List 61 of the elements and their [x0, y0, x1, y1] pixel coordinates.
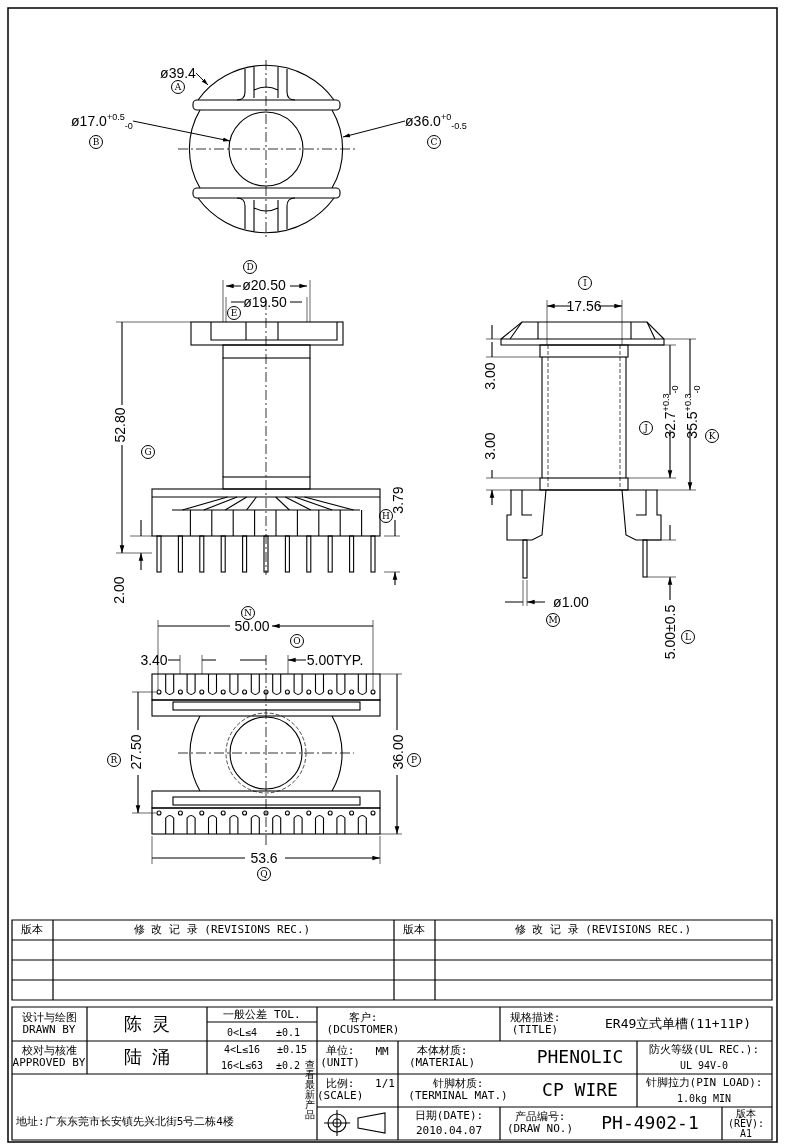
field-value: A1 [740, 1128, 752, 1140]
field-value: PH-4902-1 [601, 1113, 699, 1133]
field-value: 1.0kg MIN [676, 1093, 732, 1105]
field-value: 4<L≤16 [223, 1044, 261, 1056]
dimension-text: ø1.00 [553, 594, 589, 610]
dimension-text: ø19.50 [243, 294, 287, 310]
dimension-text: 27.50 [128, 734, 144, 770]
field-value: ±0.2 [275, 1060, 301, 1072]
body-outline [189, 109, 344, 189]
field-label: 客户: (DCUSTOMER) [325, 1012, 401, 1036]
field-label: 校对与核准 APPROVED BY [11, 1045, 87, 1069]
leader-line [132, 120, 231, 142]
field-label: 产品编号: (DRAW NO.) [505, 1111, 575, 1135]
field-value: UL 94V-0 [679, 1060, 729, 1072]
field-label: 规格描述: (TITLE) [508, 1012, 562, 1036]
leader-line [342, 120, 406, 138]
vertical-caption: 查看最新产品 [304, 1060, 316, 1120]
field-label: 防火等级(UL REC.): [648, 1044, 760, 1056]
dimension-text: 3.79 [390, 486, 406, 514]
dimension-text: 3.40 [140, 652, 168, 668]
field-label: 设计与绘图 DRAWN BY [20, 1012, 78, 1036]
field-label: 一般公差 TOL. [223, 1009, 301, 1021]
field-value: 陆 涌 [123, 1047, 171, 1067]
field-value: ±0.1 [275, 1027, 301, 1039]
flange-outline [197, 64, 335, 234]
field-label: 针脚拉力(PIN LOAD): [645, 1077, 763, 1089]
dimension-text: 5.00±0.5 [662, 604, 678, 660]
field-label: 单位: (UNIT) [319, 1045, 361, 1069]
dimension-text: 17.56 [566, 298, 602, 314]
dimension-text: 52.80 [112, 407, 128, 443]
dimension-text: 36.00 [390, 734, 406, 770]
field-label: 比例: (SCALE) [317, 1078, 363, 1102]
table-header: 修 改 记 录 (REVISIONS REC.) [514, 924, 692, 936]
dimension-text: 50.00 [234, 618, 270, 634]
dimension-text: 3.00 [482, 362, 498, 390]
field-value: ER49立式单槽(11+11P) [605, 1017, 751, 1031]
dimension-text: 2.00 [111, 576, 127, 604]
field-label: 版本(REV): [726, 1109, 766, 1129]
field-value: CP WIRE [542, 1080, 618, 1100]
field-value: ±0.15 [276, 1044, 308, 1056]
field-value: 陈 灵 [123, 1014, 171, 1034]
table-header: 版本 [21, 924, 43, 936]
dimension-text: 3.00 [482, 432, 498, 460]
field-label: 本体材质: (MATERIAL) [407, 1045, 477, 1069]
leader-line [195, 72, 209, 86]
field-value: 1/1 [375, 1078, 395, 1090]
bore-circle [228, 111, 304, 187]
field-value: 2010.04.07 [415, 1125, 483, 1137]
field-value: PHENOLIC [536, 1047, 624, 1067]
field-value: MM [375, 1046, 389, 1058]
address-text: 地址:广东东莞市长安镇先兴北街5号二栋4楼 [16, 1116, 234, 1128]
field-value: 16<L≤63 [220, 1060, 264, 1072]
table-header: 修 改 记 录 (REVISIONS REC.) [133, 924, 311, 936]
field-label: 针脚材质: (TERMINAL MAT.) [407, 1078, 509, 1102]
dimension-text: ø20.50 [242, 277, 286, 293]
field-label: 日期(DATE): [414, 1110, 484, 1122]
dimension-text: 5.00TYP. [306, 652, 364, 668]
table-header: 版本 [403, 924, 425, 936]
dimension-text: ø39.4 [160, 65, 196, 81]
field-value: 0<L≤4 [226, 1027, 258, 1039]
dimension-text: 53.6 [250, 850, 278, 866]
